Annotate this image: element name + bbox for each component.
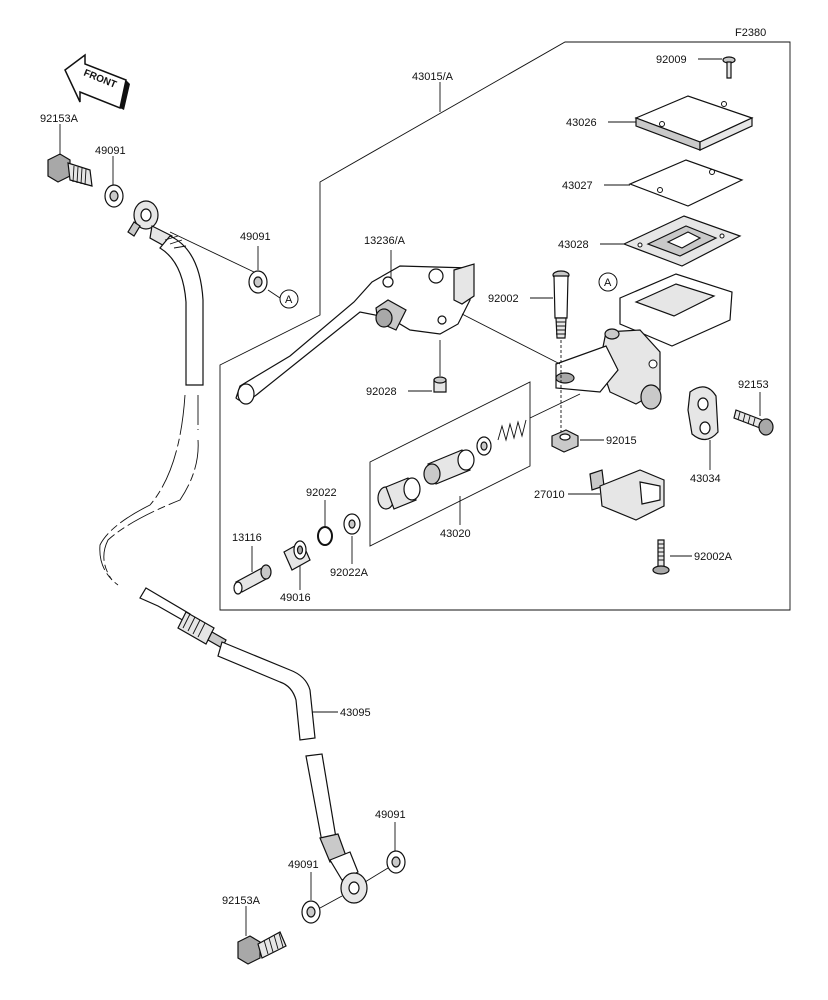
washer-92022A xyxy=(343,513,361,535)
pivot-bolt-92002 xyxy=(552,270,570,339)
push-rod-13116 xyxy=(233,564,272,595)
label-49091-banjo: 49091 xyxy=(240,231,271,243)
cap-43026 xyxy=(634,95,754,151)
screw-92009 xyxy=(722,56,736,79)
label-92022A: 92022A xyxy=(330,567,369,579)
clutch-hose xyxy=(99,235,359,881)
label-92009: 92009 xyxy=(656,54,687,66)
boot-49016 xyxy=(283,540,311,571)
banjo-bolt-top xyxy=(47,153,93,187)
washer-49091-bottom-left xyxy=(301,900,321,924)
diaphragm-plate-43027 xyxy=(628,159,744,207)
label-43020: 43020 xyxy=(440,528,471,540)
label-43015A: 43015/A xyxy=(412,71,454,83)
clamp-43034 xyxy=(687,386,719,441)
label-49091-bottom-left: 49091 xyxy=(288,859,319,871)
bushing-92028 xyxy=(433,376,447,393)
label-92153A-top: 92153A xyxy=(40,113,79,125)
label-92153A-bottom: 92153A xyxy=(222,895,261,907)
piston-kit-43020 xyxy=(377,419,527,510)
label-13236A: 13236/A xyxy=(364,235,406,247)
label-92028: 92028 xyxy=(366,386,397,398)
ref-marker-a-left: A xyxy=(279,289,299,309)
label-49016: 49016 xyxy=(280,592,311,604)
banjo-fitting-top xyxy=(127,200,173,249)
bolt-92153 xyxy=(733,409,774,436)
master-cylinder-body xyxy=(555,273,733,410)
label-43027: 43027 xyxy=(562,180,593,192)
label-43034: 43034 xyxy=(690,473,721,485)
clutch-lever-13236A xyxy=(235,263,475,405)
label-13116: 13116 xyxy=(232,532,262,544)
washer-49091-banjo xyxy=(248,270,268,294)
front-arrow-icon: FRONT xyxy=(64,53,130,110)
piston-kit-box xyxy=(369,381,531,547)
svg-text:A: A xyxy=(285,294,293,306)
diaphragm-43028 xyxy=(622,215,742,267)
circlip-92022 xyxy=(317,526,333,546)
washer-49091-top xyxy=(104,184,124,208)
label-92002A: 92002A xyxy=(694,551,733,563)
ref-marker-a-right: A xyxy=(598,272,618,292)
label-27010: 27010 xyxy=(534,489,565,501)
label-92015: 92015 xyxy=(606,435,637,447)
svg-text:A: A xyxy=(604,277,612,289)
switch-27010 xyxy=(589,469,665,521)
banjo-bolt-bottom xyxy=(237,931,287,965)
label-49091-bottom-right: 49091 xyxy=(375,809,406,821)
label-92153: 92153 xyxy=(738,379,769,391)
screw-92002A xyxy=(652,539,670,575)
label-92022: 92022 xyxy=(306,487,337,499)
washer-49091-bottom-right xyxy=(386,850,406,874)
figure-code: F2380 xyxy=(735,27,766,39)
banjo-fitting-bottom xyxy=(340,872,368,904)
leader-banjo-ref xyxy=(169,231,255,273)
label-92002: 92002 xyxy=(488,293,519,305)
label-43026: 43026 xyxy=(566,117,597,129)
assembly-outline xyxy=(219,41,791,611)
label-43095: 43095 xyxy=(340,707,371,719)
label-43028: 43028 xyxy=(558,239,589,251)
label-49091-top: 49091 xyxy=(95,145,126,157)
nut-92015 xyxy=(551,429,579,453)
